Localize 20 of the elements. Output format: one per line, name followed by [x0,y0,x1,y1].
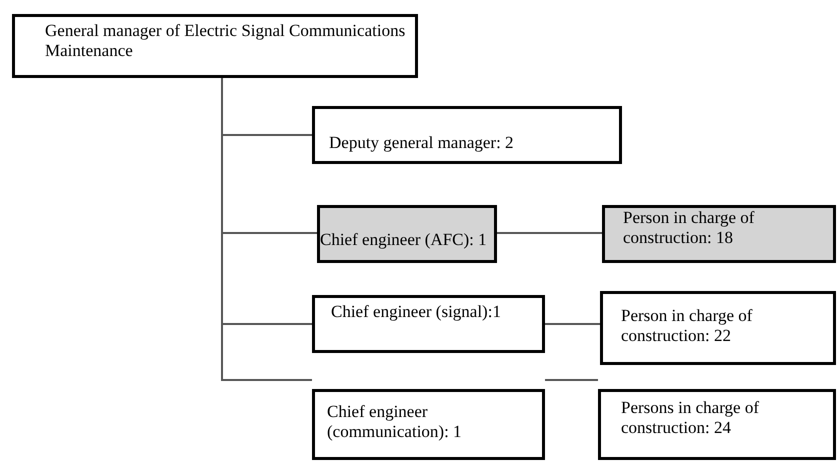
org-box [12,14,418,78]
org-box [600,291,836,365]
role-text: Chief engineer (signal):1 [331,302,502,322]
connector-line [545,379,598,381]
role-text: Deputy general manager: 2 [329,133,515,153]
role-text: Persons in charge of construction: 24 [621,398,760,438]
org-box [317,205,497,263]
connector-line [497,232,602,234]
connector-line [221,78,312,381]
org-box [602,205,836,263]
org-box [598,389,836,460]
role-text: Person in charge of construction: 22 [621,306,754,346]
role-text: Person in charge of construction: 18 [623,208,756,248]
role-text: Chief engineer (communication): 1 [327,402,463,442]
org-box [312,295,545,353]
org-box [312,389,545,460]
role-text: Chief engineer (AFC): 1 [320,230,488,250]
connector-line [545,323,600,325]
org-box [312,106,622,164]
role-text: General manager of Electric Signal Communications Maintenance [45,21,406,61]
